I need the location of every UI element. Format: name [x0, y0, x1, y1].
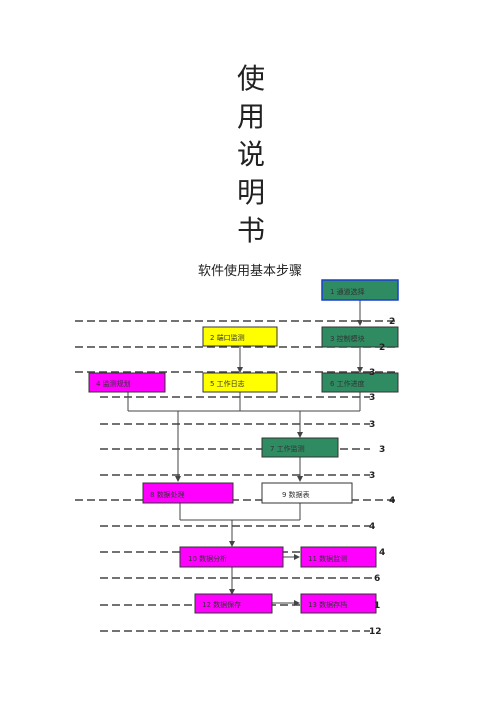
- row-number: 3: [369, 393, 375, 403]
- flow-box-2: 2 端口监测: [202, 326, 278, 347]
- row-number: 6: [374, 574, 380, 584]
- row-number: 1: [374, 601, 380, 611]
- flow-box-3: 3 控制模块: [321, 326, 399, 348]
- flow-box-12: 12 数据保存: [194, 593, 273, 614]
- flow-box-8: 8 数据处理: [142, 482, 234, 504]
- flow-box-label: 4 监测规划: [96, 379, 131, 388]
- flow-box-label: 7 工作监测: [270, 444, 305, 453]
- flow-box-4: 4 监测规划: [88, 372, 166, 393]
- flow-box-label: 2 端口监测: [210, 333, 245, 342]
- row-number: 3: [379, 445, 385, 455]
- title-char: 明: [236, 176, 265, 209]
- flow-box-1: 1 通道选择: [321, 279, 399, 301]
- title-char: 使: [236, 62, 265, 95]
- flow-box-5: 5 工作日志: [202, 372, 278, 393]
- flow-box-label: 10 数据分析: [188, 554, 227, 563]
- row-number: 4: [369, 522, 375, 532]
- flow-box-label: 8 数据处理: [150, 490, 185, 499]
- row-number: 4: [389, 496, 395, 506]
- row-number: 3: [369, 420, 375, 430]
- flow-box-10: 10 数据分析: [179, 546, 284, 568]
- title-char: 书: [236, 214, 265, 247]
- flow-box-label: 12 数据保存: [202, 600, 241, 609]
- flow-box-9: 9 数据表: [261, 482, 353, 504]
- row-number: 12: [369, 627, 382, 637]
- row-number: 3: [369, 368, 375, 378]
- flow-box-7: 7 工作监测: [261, 437, 339, 458]
- flow-box-11: 11 数据监测: [300, 546, 377, 568]
- row-number: 3: [369, 471, 375, 481]
- flow-box-label: 6 工作进度: [330, 379, 365, 388]
- flow-box-label: 9 数据表: [282, 490, 310, 499]
- subtitle: 软件使用基本步骤: [197, 264, 302, 279]
- flow-box-label: 13 数据存档: [308, 600, 347, 609]
- row-numbers: 2 2 3 3 3 3 3 4 4 4 6 1 12: [369, 317, 395, 637]
- flow-box-label: 11 数据监测: [308, 554, 347, 563]
- flow-box-label: 1 通道选择: [330, 287, 365, 296]
- connectors: [127, 300, 363, 606]
- flow-box-13: 13 数据存档: [300, 593, 377, 614]
- flow-box-label: 5 工作日志: [210, 379, 245, 388]
- row-number: 2: [379, 343, 385, 353]
- document-title: 使 用 说 明 书: [231, 60, 271, 250]
- title-char: 说: [236, 138, 265, 171]
- dashed-guides: [75, 320, 395, 632]
- flow-box-6: 6 工作进度: [321, 372, 399, 393]
- row-number: 4: [379, 548, 385, 558]
- flow-box-label: 3 控制模块: [330, 334, 365, 343]
- title-char: 用: [236, 100, 265, 133]
- row-number: 2: [389, 317, 395, 327]
